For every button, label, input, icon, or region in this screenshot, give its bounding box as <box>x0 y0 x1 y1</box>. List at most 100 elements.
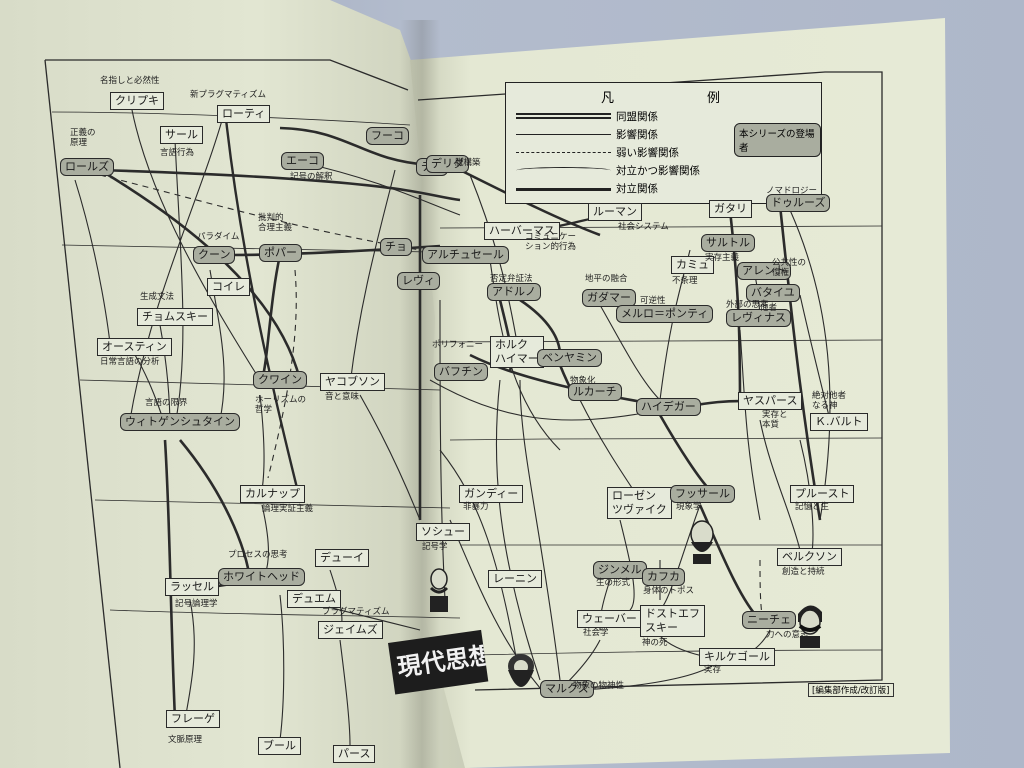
concept-note-n23: 公共性の 復権 <box>772 258 807 278</box>
legend-label: 対立関係 <box>616 183 658 195</box>
thinker-node-barthes: Ｋ.バルト <box>810 413 868 431</box>
thinker-node-guattari: ガタリ <box>709 200 752 218</box>
legend-row-opposition: 対立関係 <box>516 181 716 195</box>
thinker-node-kafka: カフカ <box>642 568 685 586</box>
concept-note-n30: ポリフォニー <box>432 340 484 350</box>
thinker-node-peirce: パース <box>333 745 376 763</box>
thinker-node-dewey: デューイ <box>315 549 369 567</box>
concept-note-n24: 不条理 <box>672 276 698 286</box>
concept-note-n8: 生成文法 <box>140 292 175 302</box>
thinker-node-nietzsche: ニーチェ <box>742 611 796 629</box>
concept-note-n18: 脱構築 <box>455 158 481 168</box>
thinker-node-james: ジェイムズ <box>318 621 383 639</box>
concept-note-n36: 記憶と生 <box>795 502 830 512</box>
concept-note-n11: ホーリズムの 哲学 <box>255 395 307 415</box>
legend-label: 弱い影響関係 <box>616 147 679 159</box>
thinker-node-marx: マルクス <box>540 680 594 698</box>
concept-note-n2: 新プラグマティズム <box>190 90 266 100</box>
thinker-node-frege: フレーゲ <box>166 710 220 728</box>
legend-series-badge: 本シリーズの登場者 <box>734 123 821 157</box>
concept-note-n3: 正義の 原理 <box>70 128 96 148</box>
legend-label: 対立かつ影響関係 <box>616 165 700 177</box>
thinker-node-luhmann: ルーマン <box>588 203 642 221</box>
thinker-node-quine: クワイン <box>253 371 307 389</box>
thinker-node-russell: ラッセル <box>165 578 219 596</box>
legend-row-influence: 影響関係 <box>516 127 716 141</box>
concept-note-n19: コミュニケー ション的行為 <box>525 232 577 252</box>
concept-note-n41: 神の死 <box>642 638 668 648</box>
concept-note-n40: 社会学 <box>583 628 609 638</box>
thinker-node-austin: オースティン <box>97 338 172 356</box>
thinker-node-deleuze: ドゥルーズ <box>766 194 831 212</box>
thinker-node-rawls: ロールズ <box>60 158 114 176</box>
thinker-node-whitehead: ホワイトヘッド <box>218 568 305 586</box>
concept-note-n31: 物象化 <box>570 376 596 386</box>
thinker-node-bakhtin: バフチン <box>434 363 488 381</box>
thinker-node-simmel: ジンメル <box>593 561 647 579</box>
concept-note-n43: 実存 <box>704 665 722 675</box>
legend-row-opposition-influence: 対立かつ影響関係 <box>516 163 716 177</box>
thinker-node-wittgenstein: ウィトゲンシュタイン <box>120 413 240 431</box>
concept-note-n35: 現象学 <box>676 502 702 512</box>
concept-note-n38: 身体のトポス <box>643 586 695 596</box>
thinker-node-horkheimer: ホルク ハイマー <box>490 336 544 368</box>
concept-note-n34: 非暴力 <box>463 502 489 512</box>
concept-note-n37: 生の形式 <box>596 578 631 588</box>
legend-row-weak-influence: 弱い影響関係 <box>516 145 716 159</box>
concept-note-n39: 創造と持続 <box>782 567 825 577</box>
thinker-node-kierkegaard: キルケゴール <box>699 648 775 666</box>
thinker-node-habermas: ハーバーマス <box>484 222 560 240</box>
saussure-portrait-icon <box>429 568 449 612</box>
thinker-node-boole: ブール <box>258 737 301 755</box>
thinker-node-sartre: サルトル <box>701 234 755 252</box>
thinker-node-arendt: アレント <box>737 262 791 280</box>
thinker-node-searle: サール <box>160 126 203 144</box>
nietzsche-portrait-icon <box>798 605 822 648</box>
thinker-node-koyre: コイレ <box>207 278 250 296</box>
concept-note-n26: 可逆性 <box>640 296 666 306</box>
concept-note-n6: 批判的 合理主義 <box>258 213 293 233</box>
concept-note-n16: プラグマティズム <box>322 607 390 617</box>
thinker-node-popper: ポパー <box>259 244 302 262</box>
thinker-node-benjamin: ベンヤミン <box>537 349 602 367</box>
thinker-node-duhem: デュエム <box>287 590 341 608</box>
concept-note-n20: 社会システム <box>618 222 669 232</box>
concept-note-n4: 言語行為 <box>160 148 195 158</box>
thinker-node-gadamer: ガダマー <box>582 289 636 307</box>
concept-note-n33: 絶対他者 なる神 <box>812 391 847 411</box>
thinker-node-levinas: レヴィナス <box>726 309 791 327</box>
thinker-node-bataille: バタイユ <box>746 284 800 302</box>
concept-note-n17: 文脈原理 <box>168 735 203 745</box>
concept-note-n28: 他者 <box>760 303 778 313</box>
thinker-node-gandhi: ガンディー <box>459 485 524 503</box>
marx-portrait-icon <box>508 654 534 687</box>
husserl-portrait-icon <box>690 520 714 564</box>
thinker-node-dostoevsky: ドストエフ スキー <box>640 605 705 637</box>
legend-box: 凡 例 同盟関係 影響関係 弱い影響関係 対立かつ影響関係 対立関係 本シリーズ… <box>505 82 822 204</box>
concept-note-n25: 地平の融合 <box>585 274 628 284</box>
thinker-node-chomskyR: チョ <box>380 238 412 256</box>
thinker-node-foucault: フーコ <box>366 127 409 145</box>
legend-row-alliance: 同盟関係 <box>516 109 716 123</box>
thinker-node-camus: カミュ <box>671 256 714 274</box>
concept-note-n9: 日常言語の分析 <box>100 357 160 367</box>
thinker-node-kuhn: クーン <box>193 246 236 264</box>
thinker-node-rorty: ローティ <box>217 105 271 123</box>
concept-note-n21: ノマドロジー <box>766 186 818 196</box>
concept-note-n13: 論理実証主義 <box>262 504 314 514</box>
concept-note-n42: 力への意志 <box>766 630 809 640</box>
thinker-node-lenin: レーニン <box>488 570 542 588</box>
thinker-node-derrida: デリダ <box>426 155 469 173</box>
thinker-node-althusser: アルチュセール <box>422 246 509 264</box>
thinker-node-jaspers: ヤスパース <box>738 392 803 410</box>
thinker-node-heidegger: ハイデガー <box>636 398 701 416</box>
concept-note-n45: 記号学 <box>422 542 448 552</box>
concept-note-n1: 名指しと必然性 <box>100 76 160 86</box>
edition-note: [編集部作成/改訂版] <box>808 683 894 697</box>
thinker-node-weber: ウェーバー <box>577 610 642 628</box>
thinker-node-adorno: アドルノ <box>487 283 541 301</box>
concept-note-n14: プロセスの思考 <box>228 550 288 560</box>
legend-label: 同盟関係 <box>616 111 658 123</box>
